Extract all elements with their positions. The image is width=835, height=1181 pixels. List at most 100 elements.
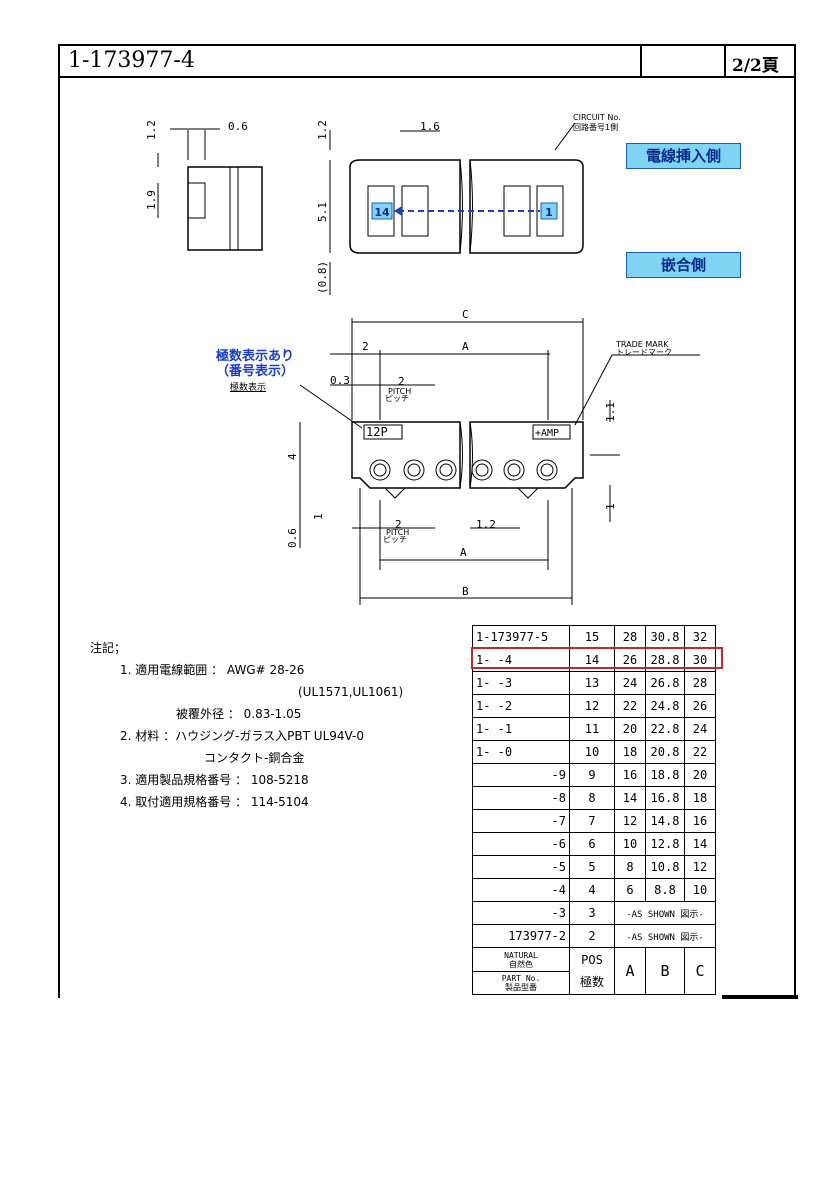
frame-bottom-bar: [722, 995, 798, 999]
table-cell-pos: 6: [569, 832, 615, 856]
break-lines: [459, 421, 473, 489]
page-number: 2/2頁: [732, 56, 779, 76]
dim-text: (0.8): [316, 261, 329, 294]
contact-hole: [369, 459, 391, 481]
table-cell-pn: -9: [472, 763, 570, 787]
table-cell-pn: -7: [472, 809, 570, 833]
latch: [384, 487, 406, 499]
top-view-left: [349, 159, 461, 254]
circuit-no-label: CIRCUIT No.: [573, 113, 621, 122]
table-cell-a: 24: [614, 671, 646, 695]
table-cell-b: 22.8: [645, 717, 685, 741]
table-cell-b: 16.8: [645, 786, 685, 810]
amp-mark-text: +AMP: [535, 428, 559, 439]
table-cell-c: 12: [684, 855, 716, 879]
table-cell-pn: -6: [472, 832, 570, 856]
dim-text: 1.2: [316, 120, 329, 140]
front-view-right: [469, 421, 584, 489]
dim-text: A: [462, 340, 469, 353]
table-cell-pn: -3: [472, 901, 570, 925]
table-cell-a: 6: [614, 878, 646, 902]
table-cell-pos: 12: [569, 694, 615, 718]
contact-cavity: [503, 185, 531, 237]
part-number-title: 1-173977-4: [68, 48, 195, 73]
table-cell-shown: -AS SHOWN 図示-: [614, 901, 716, 925]
table-cell-c: 16: [684, 809, 716, 833]
table-cell-pos: 3: [569, 901, 615, 925]
header-b: B: [645, 947, 685, 995]
dim-text: C: [462, 308, 469, 321]
table-cell-pn: 1-173977-5: [472, 625, 570, 649]
table-cell-pn: 1- -2: [472, 694, 570, 718]
table-cell-b: 12.8: [645, 832, 685, 856]
leader-line: [574, 354, 613, 426]
dim-text: 2: [398, 375, 405, 388]
amp-mark-box: [532, 424, 571, 440]
table-cell-b: 14.8: [645, 809, 685, 833]
table-cell-a: 14: [614, 786, 646, 810]
table-cell-a: 16: [614, 763, 646, 787]
part-no-jp-label: 製品型番: [505, 982, 537, 992]
pitch-jp-label: ピッチ: [385, 394, 409, 403]
contact-hole: [536, 459, 558, 481]
table-cell-b: 24.8: [645, 694, 685, 718]
natural-label: NATURAL: [504, 950, 538, 960]
trade-mark-label: TRADE MARK: [615, 340, 669, 349]
table-cell-pos: 8: [569, 786, 615, 810]
table-cell-b: 18.8: [645, 763, 685, 787]
table-cell-pos: 11: [569, 717, 615, 741]
leader-line: [299, 384, 363, 429]
table-cell-b: 8.8: [645, 878, 685, 902]
table-cell-shown: -AS SHOWN 図示-: [614, 924, 716, 948]
table-cell-pn: -4: [472, 878, 570, 902]
table-cell-c: 32: [684, 625, 716, 649]
table-cell-pn: 1- -0: [472, 740, 570, 764]
table-cell-a: 8: [614, 855, 646, 879]
pos-marking-sub: 極数表示: [230, 383, 267, 393]
contact-hole: [471, 459, 493, 481]
table-cell-a: 22: [614, 694, 646, 718]
notes-block: 注記； 1. 適用電線範囲 ： AWG# 28-26 (UL1571,UL106…: [90, 637, 404, 813]
contact-hole: [435, 459, 457, 481]
table-cell-pn: 1- -1: [472, 717, 570, 741]
note-1-od: 被覆外径 ： 0.83-1.05: [176, 707, 302, 721]
table-cell-pos: 10: [569, 740, 615, 764]
dim-text: 1: [604, 503, 617, 510]
dim-text: 1.2: [145, 120, 158, 140]
pin-1-label: 1: [545, 206, 553, 219]
dim-text: 1.2: [476, 518, 496, 531]
table-cell-b: 10.8: [645, 855, 685, 879]
pos-mark-box: [363, 424, 403, 440]
pos-jp-label: 極数: [579, 974, 604, 989]
contact-cavity: [536, 185, 564, 237]
title-block: 1-173977-4 2/2頁: [60, 46, 794, 78]
pitch-label: PITCH: [388, 387, 411, 396]
top-view-right: [469, 159, 584, 254]
dim-text: 2: [395, 518, 402, 531]
table-cell-c: 24: [684, 717, 716, 741]
trade-mark-jp-label: トレードマーク: [616, 348, 672, 357]
pitch-jp-label: ピッチ: [383, 535, 407, 544]
pitch-label: PITCH: [386, 528, 409, 537]
dim-text: 5.1: [316, 202, 329, 222]
table-cell-pn: 1- -3: [472, 671, 570, 695]
table-cell-pos: 13: [569, 671, 615, 695]
note-3: 3. 適用製品規格番号 ： 108-5218: [120, 773, 309, 787]
table-cell-c: 22: [684, 740, 716, 764]
dim-text: 1: [312, 513, 325, 520]
table-cell-c: 20: [684, 763, 716, 787]
dim-text: 1.9: [145, 190, 158, 210]
note-1-ul: (UL1571,UL1061): [298, 685, 404, 699]
